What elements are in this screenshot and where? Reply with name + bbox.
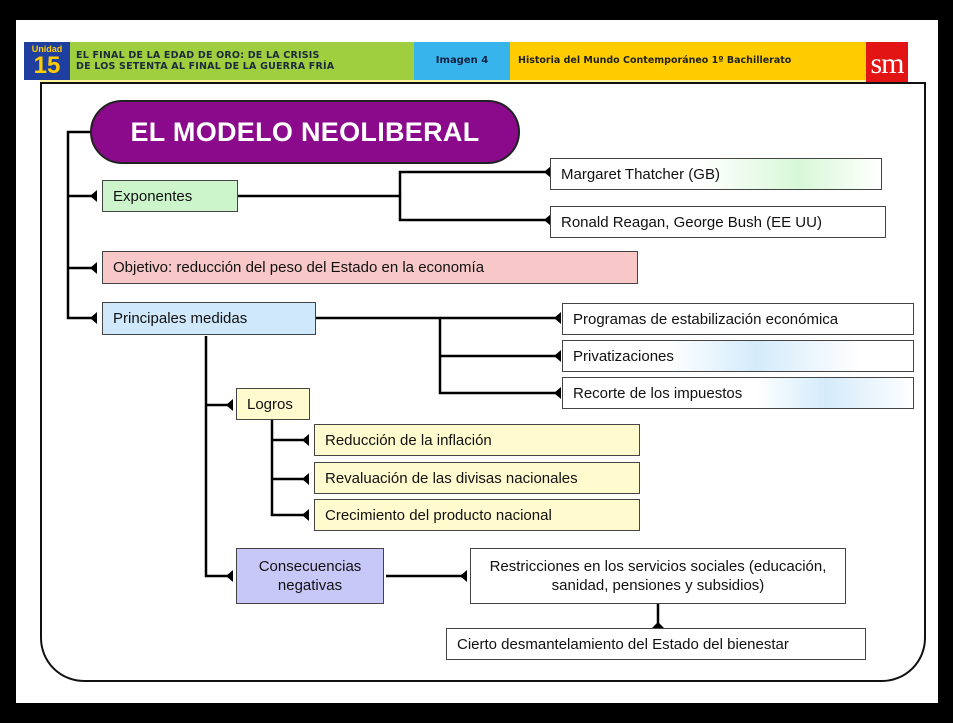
exponente-reagan-bush: Ronald Reagan, George Bush (EE UU) (550, 206, 886, 238)
unit-badge: Unidad 15 (24, 42, 70, 80)
medida-recorte-impuestos: Recorte de los impuestos (562, 377, 914, 409)
consecuencias-negativas-box: Consecuencias negativas (236, 548, 384, 604)
medida-estabilizacion: Programas de estabilización económica (562, 303, 914, 335)
unit-number: 15 (33, 52, 61, 79)
principales-medidas-box: Principales medidas (102, 302, 316, 335)
medida-privatizaciones: Privatizaciones (562, 340, 914, 372)
chapter-title: EL FINAL DE LA EDAD DE ORO: DE LA CRISIS… (70, 42, 414, 80)
desmantelamiento-box: Cierto desmantelamiento del Estado del b… (446, 628, 866, 660)
course-title: Historia del Mundo Contemporáneo 1º Bach… (510, 42, 866, 80)
exponente-thatcher: Margaret Thatcher (GB) (550, 158, 882, 190)
restricciones-box: Restricciones en los servicios sociales … (470, 548, 846, 604)
logro-crecimiento: Crecimiento del producto nacional (314, 499, 640, 531)
exponentes-box: Exponentes (102, 180, 238, 212)
image-number: Imagen 4 (414, 42, 510, 80)
logro-inflacion: Reducción de la inflación (314, 424, 640, 456)
logro-revaluacion: Revaluación de las divisas nacionales (314, 462, 640, 494)
objetivo-box: Objetivo: reducción del peso del Estado … (102, 251, 638, 284)
chapter-title-line2: DE LOS SETENTA AL FINAL DE LA GUERRA FRÍ… (76, 61, 335, 72)
chapter-title-line1: EL FINAL DE LA EDAD DE ORO: DE LA CRISIS (76, 50, 320, 61)
logros-box: Logros (236, 388, 310, 420)
diagram-title: EL MODELO NEOLIBERAL (90, 100, 520, 164)
unit-label: Unidad (31, 44, 63, 54)
